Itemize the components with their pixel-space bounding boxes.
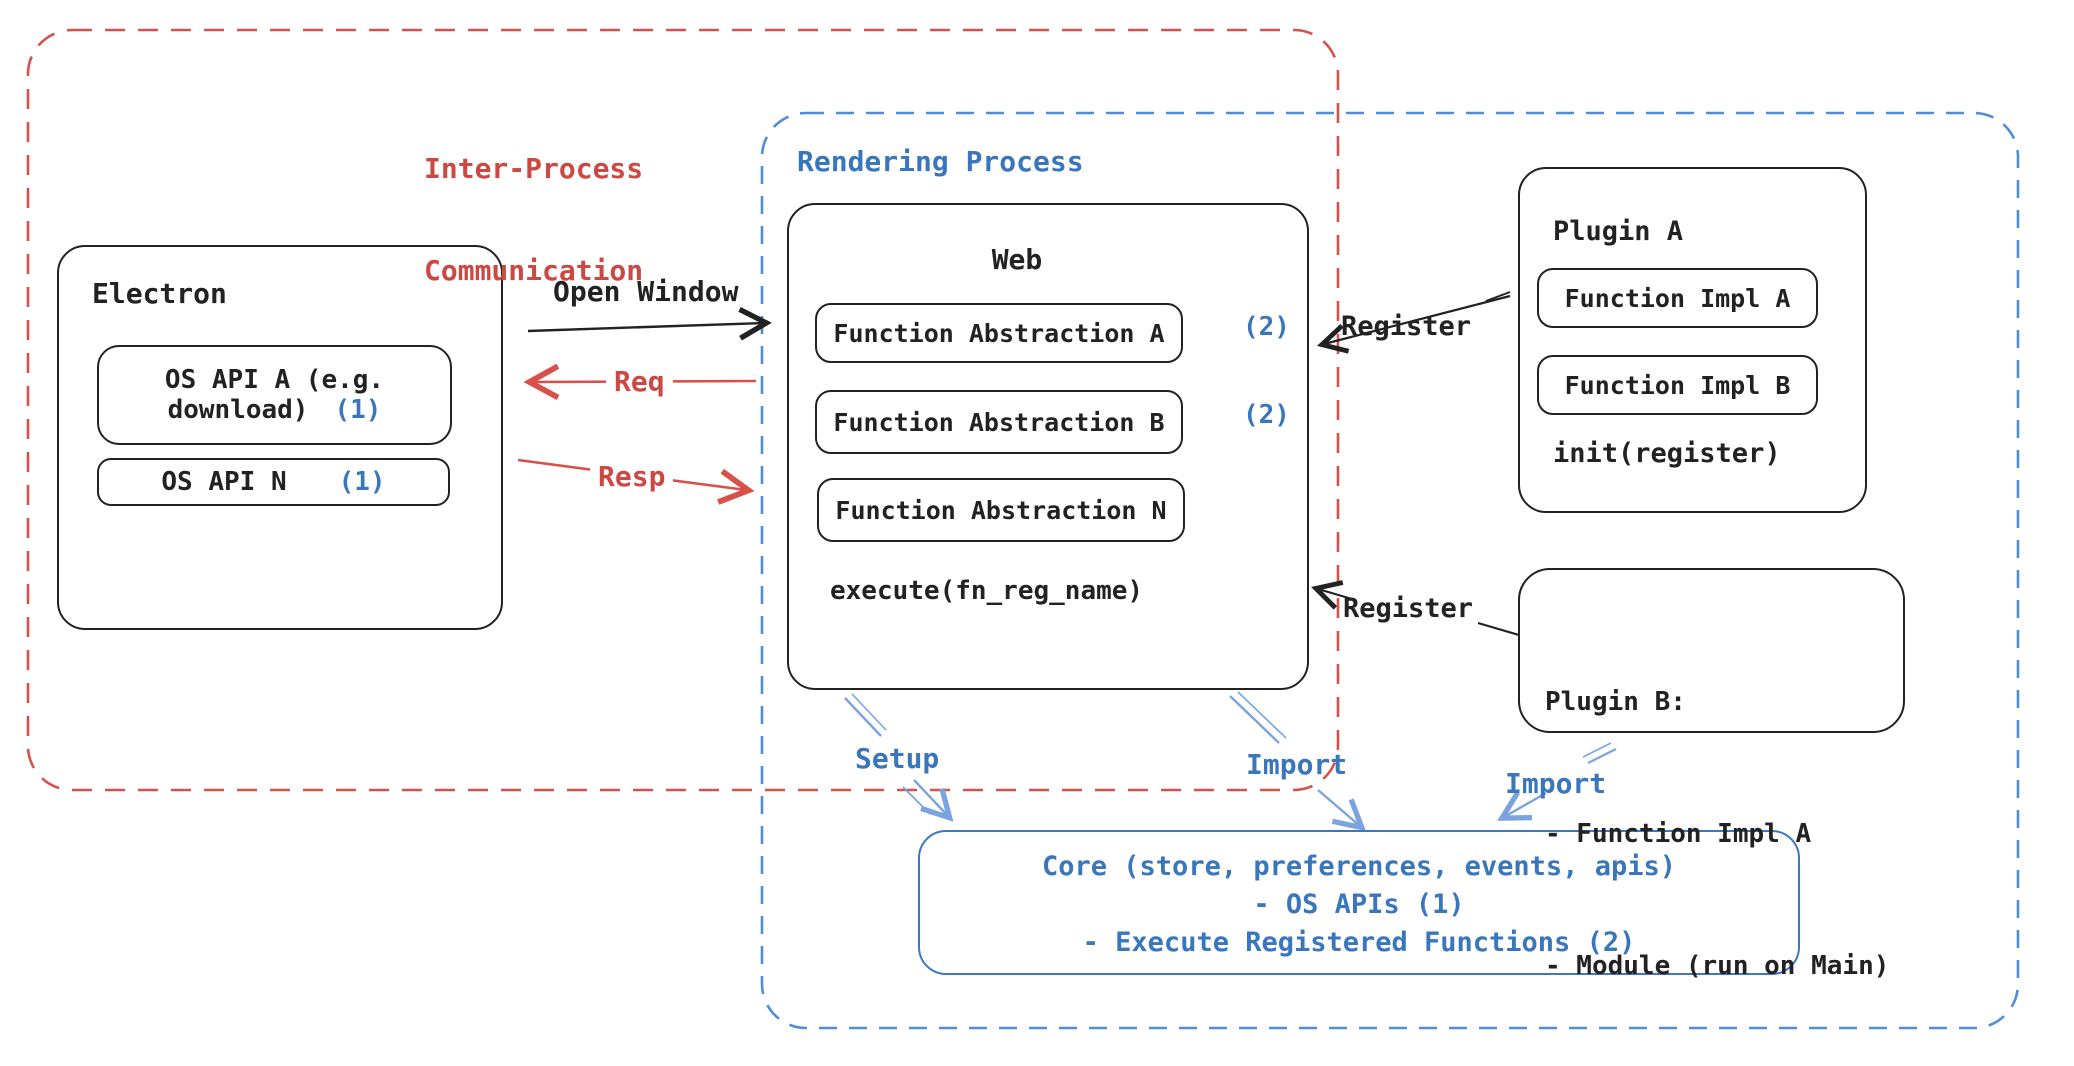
register-b-tail [1477, 621, 1520, 637]
os-api-a-tag: (1) [334, 395, 382, 425]
ipc-region-title: Inter-Process Communication [424, 152, 644, 287]
register-b-label: Register [1343, 593, 1474, 624]
core-os-apis-line: - OS APIs (1) [1253, 889, 1465, 920]
import-plugin-arrow [1497, 791, 1547, 821]
register-a-label: Register [1341, 311, 1472, 342]
plugin-b-box [1518, 568, 1905, 733]
req-label: Req [606, 365, 673, 399]
os-api-n-tag: (1) [338, 467, 386, 497]
function-abstraction-a-tag: (2) [1243, 312, 1290, 342]
register-a-arrow [1316, 294, 1511, 354]
open-window-label: Open Window [553, 275, 739, 308]
os-api-n-box: OS API N (1) [97, 458, 450, 506]
web-title: Web [991, 243, 1043, 276]
ipc-dashed-border [26, 28, 1340, 792]
plugin-a-title: Plugin A [1553, 216, 1684, 247]
plugin-b-text: Plugin B: - Function Impl A - Module (ru… [1545, 592, 1889, 1066]
plugin-b-item-2: - Module (run on Main) [1545, 951, 1890, 981]
setup-arrow-upper [844, 697, 882, 737]
function-abstraction-a-label: Function Abstraction A [833, 318, 1165, 348]
core-box: Core (store, preferences, events, apis) … [918, 830, 1800, 975]
setup-arrow-upper-2 [851, 693, 887, 731]
core-title-line: Core (store, preferences, events, apis) [1042, 851, 1676, 882]
os-api-a-box: OS API A (e.g. download) (1) [97, 345, 452, 445]
setup-arrow-lower [913, 779, 954, 822]
plugin-a-impl-a-label: Function Impl A [1564, 283, 1791, 313]
open-window-arrow [527, 307, 772, 341]
import-plugin-label: Import [1505, 767, 1607, 800]
import-web-arrow-upper [1229, 695, 1280, 744]
setup-label: Setup [855, 742, 940, 775]
import-web-arrow-upper-2 [1237, 691, 1287, 739]
import-plugin-tail [1587, 748, 1617, 764]
os-api-n-label: OS API N [161, 467, 287, 497]
plugin-a-init-label: init(register) [1553, 438, 1781, 469]
function-abstraction-n-label: Function Abstraction N [835, 495, 1167, 525]
rendering-region-title: Rendering Process [797, 145, 1084, 178]
function-abstraction-b-label: Function Abstraction B [833, 407, 1165, 437]
plugin-a-impl-a-box: Function Impl A [1537, 268, 1818, 328]
execute-call-label: execute(fn_reg_name) [830, 576, 1144, 606]
function-abstraction-n-box: Function Abstraction N [817, 478, 1185, 542]
function-abstraction-a-box: Function Abstraction A [815, 303, 1183, 363]
resp-label: Resp [590, 460, 674, 494]
core-execute-line: - Execute Registered Functions (2) [1082, 927, 1636, 958]
plugin-b-item-1: - Function Impl A [1545, 819, 1812, 849]
setup-arrow-lower-2 [902, 786, 931, 815]
electron-title: Electron [92, 277, 227, 310]
register-a-tail [1485, 291, 1511, 302]
import-plugin-tail-2 [1582, 742, 1612, 758]
rendering-dashed-border [760, 111, 2020, 1030]
os-api-a-line2: download) (1) [168, 395, 382, 425]
plugin-a-impl-b-box: Function Impl B [1537, 355, 1818, 415]
os-api-a-line1: OS API A (e.g. [164, 365, 385, 395]
plugin-a-box [1518, 167, 1867, 513]
register-b-arrowhead [1311, 580, 1353, 610]
import-web-arrow-lower [1317, 789, 1367, 832]
function-abstraction-b-tag: (2) [1243, 400, 1290, 430]
import-web-label: Import [1246, 748, 1348, 781]
plugin-b-title: Plugin B: [1545, 687, 1686, 717]
os-api-a-label: download) [167, 395, 309, 425]
function-abstraction-b-box: Function Abstraction B [815, 390, 1183, 454]
plugin-a-impl-b-label: Function Impl B [1564, 370, 1791, 400]
